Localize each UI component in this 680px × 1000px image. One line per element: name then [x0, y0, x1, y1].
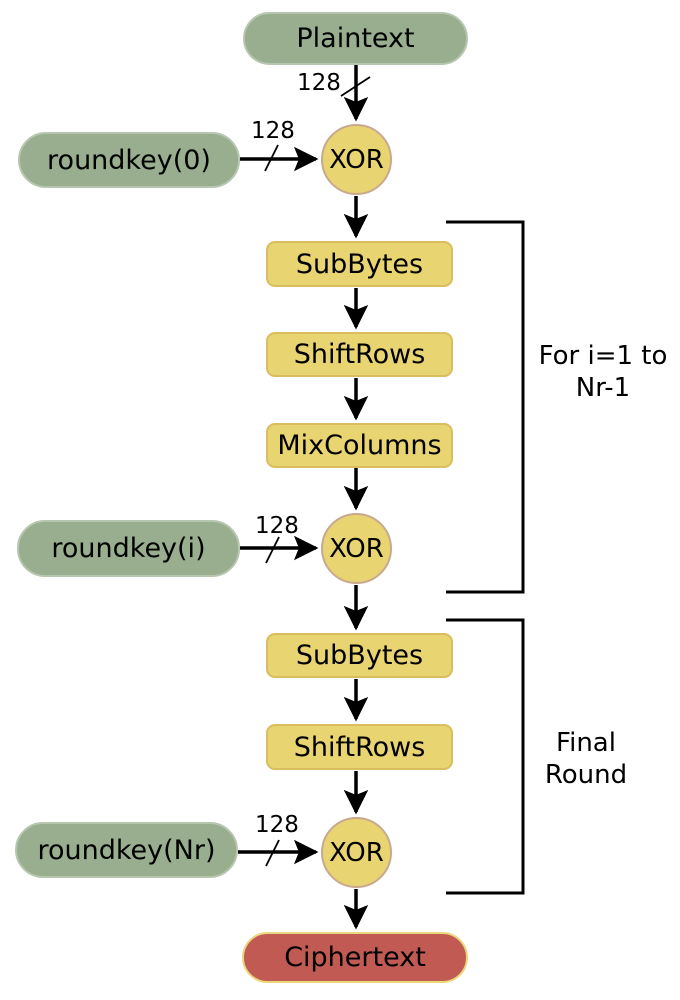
node-xor-i: XOR	[321, 513, 392, 584]
bus-slash-roundkeynr	[265, 839, 280, 867]
node-plaintext: Plaintext	[243, 12, 468, 65]
final-round-label-line1: Final	[556, 728, 616, 758]
node-shiftrows-1: ShiftRows	[266, 332, 453, 377]
node-mixcolumns: MixColumns	[266, 423, 453, 468]
bus-slash-roundkeyi	[265, 536, 280, 564]
node-roundkey-0: roundkey(0)	[18, 132, 240, 188]
final-round-label-line2: Round	[544, 760, 628, 790]
node-xor-0: XOR	[321, 124, 392, 195]
loop-bracket-label: For i=1 to Nr-1	[523, 340, 680, 404]
node-subbytes-2: SubBytes	[266, 633, 453, 678]
bus-width-label-roundkeynr: 128	[255, 812, 299, 838]
loop-bracket-label-line2: Nr-1	[575, 373, 631, 403]
node-subbytes-1: SubBytes	[266, 241, 453, 287]
node-xor-nr: XOR	[321, 817, 392, 888]
bus-width-label-roundkeyi: 128	[255, 513, 299, 539]
node-ciphertext: Ciphertext	[242, 932, 468, 983]
node-roundkey-i: roundkey(i)	[17, 520, 240, 577]
final-round-bracket	[446, 618, 525, 895]
bus-slash-plaintext	[340, 76, 371, 97]
bus-width-label-plaintext: 128	[297, 70, 341, 96]
bus-width-label-roundkey0: 128	[251, 118, 295, 144]
node-shiftrows-2: ShiftRows	[266, 724, 453, 770]
loop-bracket	[446, 220, 525, 594]
bus-slash-roundkey0	[264, 144, 279, 172]
loop-bracket-label-line1: For i=1 to	[538, 341, 668, 371]
final-round-label: Final Round	[516, 727, 656, 791]
node-roundkey-nr: roundkey(Nr)	[15, 822, 238, 878]
